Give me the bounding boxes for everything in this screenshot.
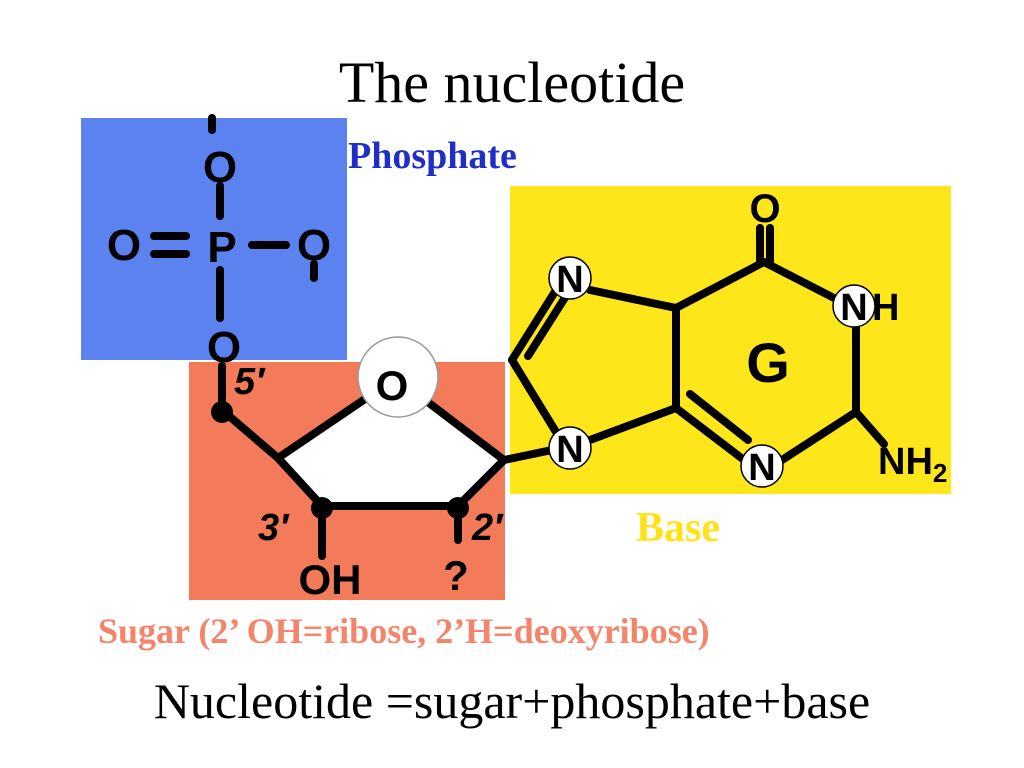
base-atom-circles [548, 256, 876, 488]
phosphate-atoms: O O P O O [107, 143, 331, 372]
base-atoms: O N N N H N NH2 G [556, 187, 947, 489]
ring-o: O [376, 362, 409, 409]
atom-o-top: O [203, 143, 237, 192]
c3-dot [311, 497, 333, 519]
sugar-oh: OH [299, 556, 362, 603]
base-nh2: NH2 [878, 441, 947, 488]
c5-dot [211, 401, 233, 423]
sugar-label: Sugar (2’ OH=ribose, 2’H=deoxyribose) [98, 611, 710, 651]
base-n7: N [556, 259, 583, 301]
phosphate-bonds [150, 114, 318, 322]
phosphate-label: Phosphate [348, 135, 517, 177]
base-n3: N [748, 447, 775, 489]
atom-o-right: O [297, 221, 331, 270]
base-n9: N [556, 429, 583, 471]
nucleotide-equation: Nucleotide =sugar+phosphate+base [153, 673, 871, 729]
base-bonds [508, 224, 888, 464]
c2-dot [447, 497, 469, 519]
base-o: O [749, 187, 780, 231]
ring-o-circle [357, 336, 439, 418]
sugar-2-substituent: ? [443, 552, 469, 599]
pos-2-label: 2′ [471, 507, 504, 549]
base-nh2-subscript: 2 [933, 458, 947, 488]
ribose-pentagon [274, 374, 508, 510]
sugar-ring: O [274, 336, 508, 510]
atom-p: P [207, 223, 236, 272]
base-n1: N [840, 287, 867, 329]
pos-5-label: 5′ [234, 361, 266, 403]
base-h1: H [872, 287, 899, 329]
base-label: Base [636, 505, 720, 551]
slide-title: The nucleotide [338, 50, 686, 115]
pos-3-label: 3′ [258, 507, 290, 549]
atom-o-double: O [107, 221, 141, 270]
base-letter: G [746, 331, 790, 394]
phosphate-box [81, 118, 347, 360]
